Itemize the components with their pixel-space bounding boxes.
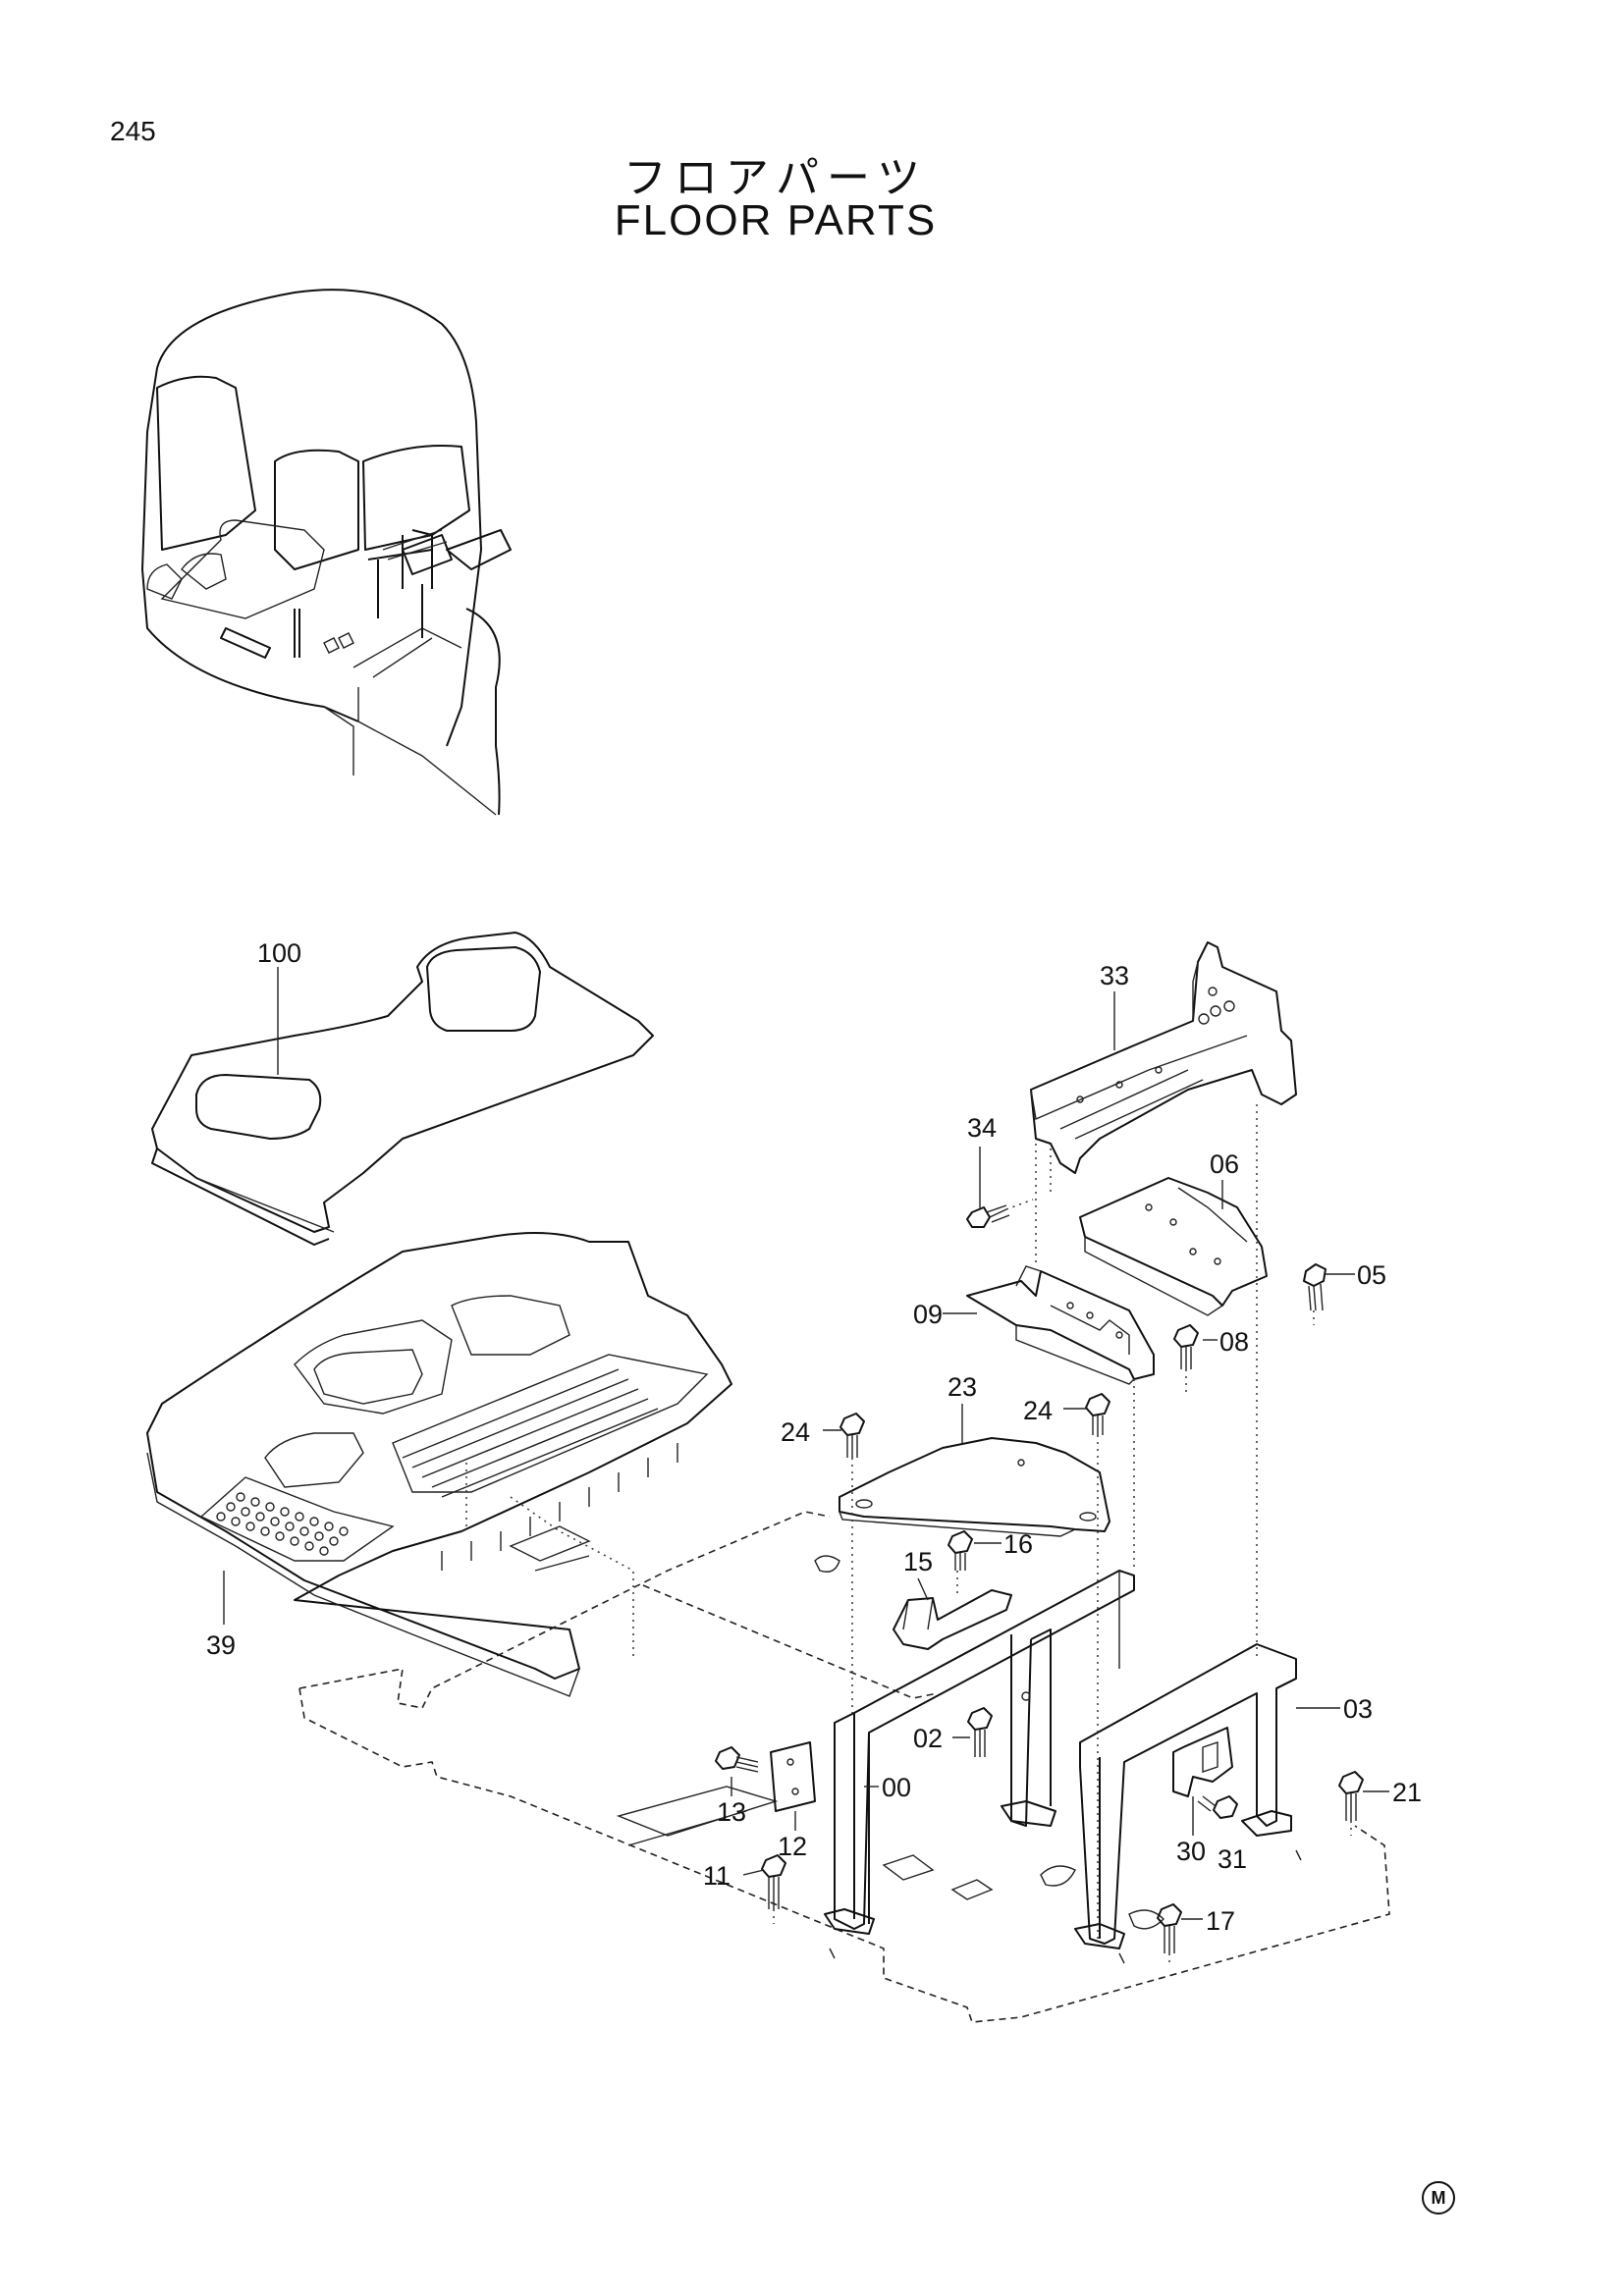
callout-02: 02 — [913, 1724, 943, 1753]
bracket-15 — [893, 1589, 1012, 1650]
bolt-24-left — [839, 1413, 865, 1458]
callout-17: 17 — [1206, 1906, 1235, 1936]
base-floor-plate — [298, 1511, 1390, 2023]
callout-15: 15 — [903, 1547, 933, 1576]
callout-23: 23 — [947, 1372, 977, 1402]
callout-21: 21 — [1392, 1778, 1422, 1807]
floor-mat-100 — [151, 932, 654, 1246]
bolt-24-right — [1085, 1393, 1110, 1435]
cab-overview-illustration — [141, 289, 512, 816]
bolt-13 — [715, 1746, 759, 1773]
page-number: 245 — [110, 116, 156, 146]
callout-05: 05 — [1357, 1260, 1386, 1290]
page-title-japanese: フロアパーツ — [623, 153, 929, 203]
callout-16: 16 — [1003, 1529, 1033, 1559]
callout-12: 12 — [778, 1832, 807, 1861]
floor-tray-39 — [146, 1232, 732, 1697]
callout-39: 39 — [206, 1630, 236, 1660]
bolt-31 — [1197, 1795, 1238, 1819]
callout-24-right: 24 — [1023, 1396, 1053, 1425]
catalog-mark: M — [1422, 2181, 1455, 2215]
bolt-17 — [1157, 1903, 1182, 1953]
callout-08: 08 — [1219, 1327, 1249, 1357]
bolt-34 — [966, 1204, 1010, 1228]
callout-24-left: 24 — [781, 1417, 810, 1447]
upper-bracket-33 — [1030, 941, 1297, 1174]
bolt-16 — [947, 1530, 973, 1571]
bolt-21 — [1338, 1771, 1364, 1821]
callout-09: 09 — [913, 1300, 943, 1329]
callout-30: 30 — [1176, 1837, 1206, 1866]
callout-34: 34 — [967, 1113, 997, 1143]
callout-03: 03 — [1343, 1694, 1373, 1724]
leader-lines — [223, 967, 1389, 1920]
callout-31: 31 — [1218, 1844, 1247, 1874]
page-title-english: FLOOR PARTS — [614, 196, 938, 244]
mat-texture — [216, 1492, 349, 1556]
bracket-09 — [966, 1265, 1155, 1385]
callout-06: 06 — [1210, 1149, 1239, 1179]
bolt-05 — [1303, 1263, 1326, 1311]
plate-23 — [839, 1437, 1110, 1537]
plate-12 — [770, 1741, 816, 1812]
callout-33: 33 — [1100, 961, 1129, 990]
stand-00 — [824, 1570, 1135, 1935]
bolt-02 — [967, 1707, 993, 1757]
callout-100: 100 — [257, 938, 301, 968]
bolt-08 — [1173, 1324, 1199, 1369]
bracket-06 — [1079, 1177, 1268, 1316]
callout-11: 11 — [703, 1861, 731, 1891]
bolt-11 — [761, 1854, 786, 1909]
callout-00: 00 — [882, 1773, 911, 1802]
callout-13: 13 — [717, 1797, 746, 1827]
alignment-lines — [773, 1104, 1352, 1963]
stand-03 — [1074, 1643, 1297, 1949]
